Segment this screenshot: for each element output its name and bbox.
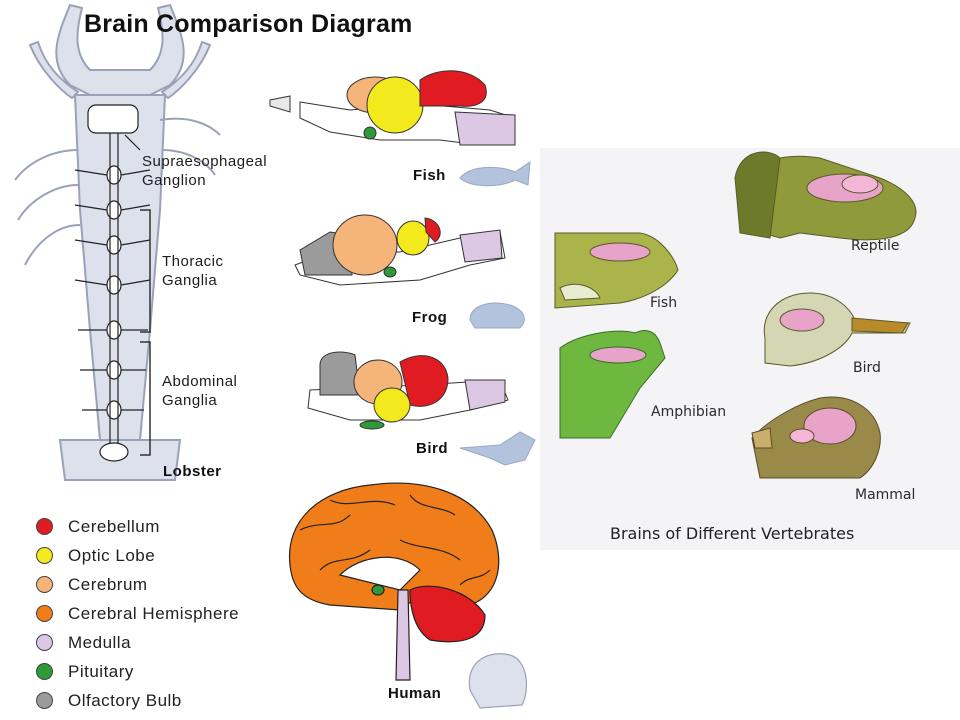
legend-swatch — [36, 692, 53, 709]
legend-item-cerebellum: Cerebellum — [36, 512, 239, 541]
legend-label: Cerebellum — [68, 516, 160, 536]
label-reptile: Reptile — [851, 238, 900, 254]
human-brain — [288, 482, 528, 709]
label-supraesophageal: Supraesophageal Ganglion — [142, 153, 268, 189]
legend-swatch — [36, 576, 53, 593]
legend-swatch — [36, 547, 53, 564]
legend: Cerebellum Optic Lobe Cerebrum Cerebral … — [36, 512, 239, 715]
label-fish: Fish — [413, 167, 446, 184]
label-mammal: Mammal — [855, 487, 916, 503]
label-amphibian: Amphibian — [651, 404, 727, 420]
label-right-fish: Fish — [650, 295, 678, 311]
bird-brain — [307, 351, 509, 430]
animal-silhouettes — [459, 161, 536, 466]
legend-label: Pituitary — [68, 661, 134, 681]
label-human: Human — [388, 685, 442, 702]
legend-swatch — [36, 605, 53, 622]
label-lobster: Lobster — [163, 463, 222, 480]
legend-label: Medulla — [68, 632, 132, 652]
label-frog: Frog — [412, 309, 448, 326]
legend-label: Olfactory Bulb — [68, 690, 182, 710]
reptile-head — [734, 151, 917, 241]
right-illustrations — [554, 151, 917, 479]
label-abdominal: Abdominal Ganglia — [162, 373, 238, 409]
vertebrate-brains-panel: Reptile Fish Bird Amphibian Mammal Brain… — [540, 148, 960, 550]
label-right-bird: Bird — [853, 360, 881, 376]
legend-label: Cerebrum — [68, 574, 148, 594]
legend-swatch — [36, 634, 53, 651]
fish-head — [554, 232, 679, 309]
legend-swatch — [36, 663, 53, 680]
fish-silhouette — [459, 161, 531, 187]
nerve-cord — [74, 104, 151, 462]
frog-silhouette — [469, 302, 525, 329]
legend-item-cerebrum: Cerebrum — [36, 570, 239, 599]
legend-item-cerebral-hemisphere: Cerebral Hemisphere — [36, 599, 239, 628]
legend-item-pituitary: Pituitary — [36, 657, 239, 686]
label-thoracic: Thoracic Ganglia — [162, 253, 224, 289]
label-bird: Bird — [416, 440, 448, 457]
legend-label: Optic Lobe — [68, 545, 156, 565]
legend-item-optic-lobe: Optic Lobe — [36, 541, 239, 570]
amphibian-head — [559, 330, 666, 439]
brain-comparison-panel: Brain Comparison Diagram Supraesophageal… — [14, 3, 536, 715]
legend-swatch — [36, 518, 53, 535]
legend-item-medulla: Medulla — [36, 628, 239, 657]
fish-brain — [269, 70, 516, 146]
frog-brain — [294, 214, 506, 286]
right-panel-title: Brains of Different Vertebrates — [610, 524, 855, 543]
legend-label: Cerebral Hemisphere — [68, 603, 240, 623]
legend-item-olfactory-bulb: Olfactory Bulb — [36, 686, 239, 715]
bird-head — [763, 292, 911, 367]
page-title: Brain Comparison Diagram — [84, 10, 413, 38]
lobster-brackets — [140, 209, 151, 456]
left-illustrations — [14, 3, 536, 709]
mammal-head — [751, 396, 881, 479]
bird-silhouette — [459, 431, 536, 466]
